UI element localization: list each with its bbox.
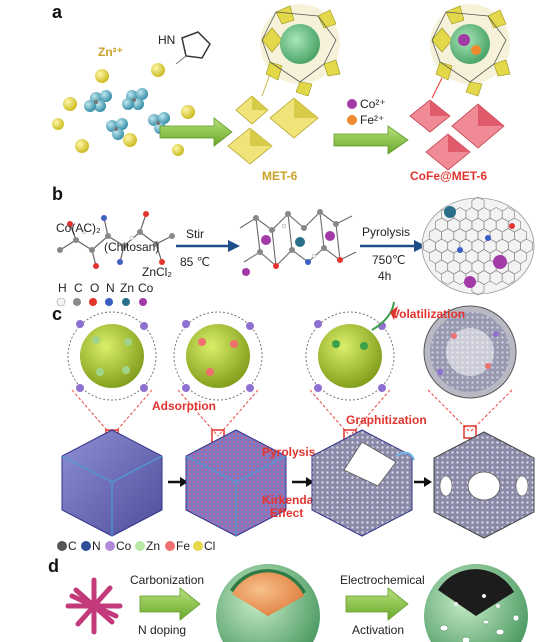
kirkendall-label-1: Kirkendall (262, 493, 320, 507)
chitosan-molecule (59, 213, 173, 267)
stir-temperature: 85 ℃ (180, 255, 210, 269)
met6-crystals (227, 95, 319, 165)
legend-co: Co (138, 281, 154, 295)
legend-n: N (106, 281, 115, 295)
pink-rod-bundle (65, 577, 123, 635)
panel-a-arrow-2 (333, 125, 409, 155)
panel-b: b Co(AC)₂ (Chitosan) ZnCl₂ H C O N Zn Co (52, 184, 535, 307)
legend-c-co: Co (116, 539, 132, 553)
panel-d-arrow-2 (345, 587, 409, 621)
fe-ion-label: Fe²⁺ (360, 113, 384, 127)
chitosan-metal-complex (239, 211, 357, 267)
panel-c-arrow-3 (414, 477, 432, 487)
cage-sphere-2 (173, 311, 263, 401)
co-fe-ion-legend: Co²⁺ Fe²⁺ (347, 97, 386, 127)
legend-c: C (74, 281, 83, 295)
legend-c-fe: Fe (176, 539, 190, 553)
kirkendall-label-2: Effect (270, 506, 303, 520)
panel-d-letter: d (48, 556, 59, 576)
legend-zn: Zn (120, 281, 134, 295)
zn-precursor-cluster (52, 63, 195, 156)
cage-sphere-3 (305, 301, 398, 401)
legend-h: H (58, 281, 67, 295)
legend-c-n: N (92, 539, 101, 553)
panel-c: c (52, 301, 535, 553)
co-ion-label: Co²⁺ (360, 97, 386, 111)
pyrolysis-duration: 4h (378, 269, 391, 283)
adsorption-label: Adsorption (152, 399, 216, 413)
volatilization-label: Volatilization (392, 307, 465, 321)
panel-a: a Zn²⁺ HN (52, 2, 511, 183)
cofe-met6-cage-structure (430, 4, 511, 97)
panel-c-arrow-1 (168, 477, 188, 487)
n-doping-label: N doping (138, 623, 186, 637)
panel-c-letter: c (52, 304, 62, 324)
carbon-cage-sphere (423, 305, 517, 399)
triazole-linker: HN (158, 31, 211, 65)
panel-c-arrow-2 (292, 477, 314, 487)
panel-c-atom-legend: C N Co Zn Fe Cl (57, 539, 215, 553)
activation-label: Activation (352, 623, 404, 637)
panel-a-arrow-1 (159, 117, 233, 147)
legend-c-c: C (68, 539, 77, 553)
polyhedron-graphitizing (311, 429, 415, 537)
stir-arrow: Stir 85 ℃ (176, 227, 240, 269)
cofe-met6-crystals (409, 99, 505, 171)
met6-label: MET-6 (262, 169, 298, 183)
cofe-met6-label: CoFe@MET-6 (410, 169, 487, 183)
polyhedron-hollow (433, 431, 535, 539)
co-acetate-label: Co(AC)₂ (56, 221, 101, 235)
complex-atoms (242, 209, 343, 276)
pyrolysis-label: Pyrolysis (362, 225, 410, 239)
pyrolysis-temperature: 750℃ (372, 253, 406, 267)
activated-porous-sphere (424, 564, 528, 642)
pyrolysis-arrow: Pyrolysis 750℃ 4h (360, 225, 426, 283)
panel-d: d Carbonization N doping Electrochemical… (48, 556, 528, 642)
panel-b-letter: b (52, 184, 63, 204)
linker-hn-label: HN (158, 33, 175, 47)
legend-c-cl: Cl (204, 539, 215, 553)
graphitization-label: Graphitization (346, 413, 427, 427)
chitosan-label: (Chitosan) (104, 240, 159, 254)
legend-o: O (90, 281, 99, 295)
polyhedron-precursor (61, 429, 163, 537)
panel-b-atom-legend: H C O N Zn Co (56, 281, 154, 307)
carbonization-label: Carbonization (130, 573, 204, 587)
legend-c-zn: Zn (146, 539, 160, 553)
doped-carbon-sheet (421, 196, 535, 296)
chitosan-atoms (57, 211, 175, 269)
panel-a-letter: a (52, 2, 63, 22)
met6-cage-structure (260, 4, 341, 97)
stir-label: Stir (186, 227, 204, 241)
zoom-markers (105, 425, 477, 443)
polyhedron-adsorbed (185, 429, 287, 537)
zn-ion-label: Zn²⁺ (98, 45, 123, 59)
zoom-connectors (71, 389, 513, 437)
panel-d-arrow-1 (139, 587, 201, 621)
pyrolysis-step-label: Pyrolysis (262, 445, 316, 459)
core-shell-sphere (216, 564, 320, 642)
electrochemical-label: Electrochemical (340, 573, 425, 587)
cage-sphere-1 (67, 311, 157, 401)
zncl2-label: ZnCl₂ (142, 265, 172, 279)
